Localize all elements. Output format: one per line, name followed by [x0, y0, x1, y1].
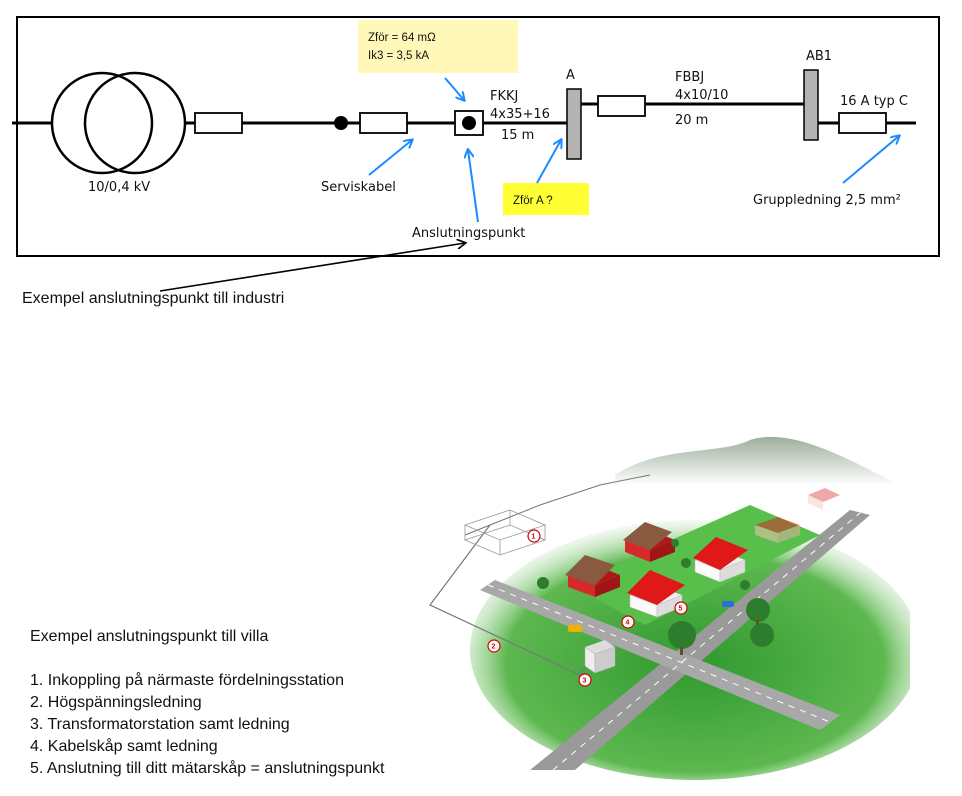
connection-point-dot: [462, 116, 476, 130]
single-line-diagram: 10/0,4 kV Zför = 64 mΩ Ik3 = 3,5 kA FKKJ…: [12, 16, 940, 292]
busbar-a: [566, 88, 582, 160]
villa-caption: Exempel anslutningspunkt till villa: [30, 628, 269, 645]
hills: [615, 436, 900, 485]
note-ik: Ik3 = 3,5 kA: [368, 50, 429, 62]
scene-badge-4: 4: [621, 615, 635, 629]
trees: [537, 539, 774, 655]
villa-list-item: 1. Inkoppling på närmaste fördelningssta…: [30, 672, 344, 689]
impedance-note: [358, 20, 518, 73]
cable1-spec: 4x35+16: [490, 107, 550, 122]
scene-badge-3: 3: [578, 673, 592, 687]
cable2-length: 20 m: [675, 113, 708, 128]
busbar-ab1: [803, 69, 819, 141]
transformer-kiosk: [584, 640, 616, 674]
house-3: [627, 570, 685, 618]
roads: [480, 510, 870, 771]
svg-text:1: 1: [532, 534, 536, 541]
ab1-label: AB1: [806, 49, 832, 64]
villa-list: 1. Inkoppling på närmaste fördelningssta…: [30, 670, 384, 780]
house-5: [755, 517, 800, 543]
node-a-label: A: [566, 68, 575, 83]
villa-list-item: 5. Anslutning till ditt mätarskåp = ansl…: [30, 760, 385, 777]
cable1-type: FKKJ: [490, 89, 518, 104]
car-blue: [722, 601, 734, 607]
fuse-16a-label: 16 A typ C: [840, 94, 908, 109]
scene-badge-5: 5: [674, 601, 688, 615]
diagram-frame: [16, 16, 940, 257]
group-line-label: Gruppledning 2,5 mm²: [753, 193, 901, 208]
cable2-spec: 4x10/10: [675, 88, 728, 103]
villa-legend: Exempel anslutningspunkt till villa 1. I…: [30, 626, 384, 780]
transformer-symbol: [50, 71, 187, 175]
caption-arrow: [159, 243, 465, 292]
fuse-1: [194, 112, 243, 134]
question-note: [503, 183, 589, 215]
hv-line: [464, 474, 651, 536]
cable2-type: FBBJ: [675, 70, 704, 85]
svg-text:3: 3: [583, 678, 587, 685]
villa-list-item: 3. Transformatorstation samt ledning: [30, 716, 290, 733]
question-note-text: Zför A ?: [513, 195, 553, 207]
service-cable-label: Serviskabel: [321, 180, 396, 195]
fuse-service: [359, 112, 408, 134]
scene-badge-1: 1: [527, 529, 541, 543]
house-1: [565, 555, 620, 597]
connection-point-label: Anslutningspunkt: [412, 226, 525, 241]
fuse-16a: [838, 112, 887, 134]
house-4: [693, 537, 748, 583]
substation: [463, 509, 547, 556]
fuse-2: [597, 95, 646, 117]
house-2: [623, 522, 675, 562]
note-z: Zför = 64 mΩ: [368, 32, 436, 44]
house-6: [808, 488, 840, 510]
transformer-label: 10/0,4 kV: [88, 180, 150, 195]
cable1-length: 15 m: [501, 128, 534, 143]
industry-caption: Exempel anslutningspunkt till industri: [22, 290, 285, 307]
svg-text:2: 2: [492, 644, 496, 651]
villa-list-item: 4. Kabelskåp samt ledning: [30, 738, 218, 755]
svg-text:5: 5: [679, 606, 683, 613]
service-junction-dot: [334, 116, 348, 130]
scene-badge-2: 2: [487, 639, 501, 653]
svg-text:4: 4: [626, 620, 630, 627]
villa-list-item: 2. Högspänningsledning: [30, 694, 202, 711]
car: [568, 625, 582, 632]
village-illustration: 1 2 3 4 5: [429, 436, 910, 780]
annotation-arrows: [368, 77, 899, 223]
